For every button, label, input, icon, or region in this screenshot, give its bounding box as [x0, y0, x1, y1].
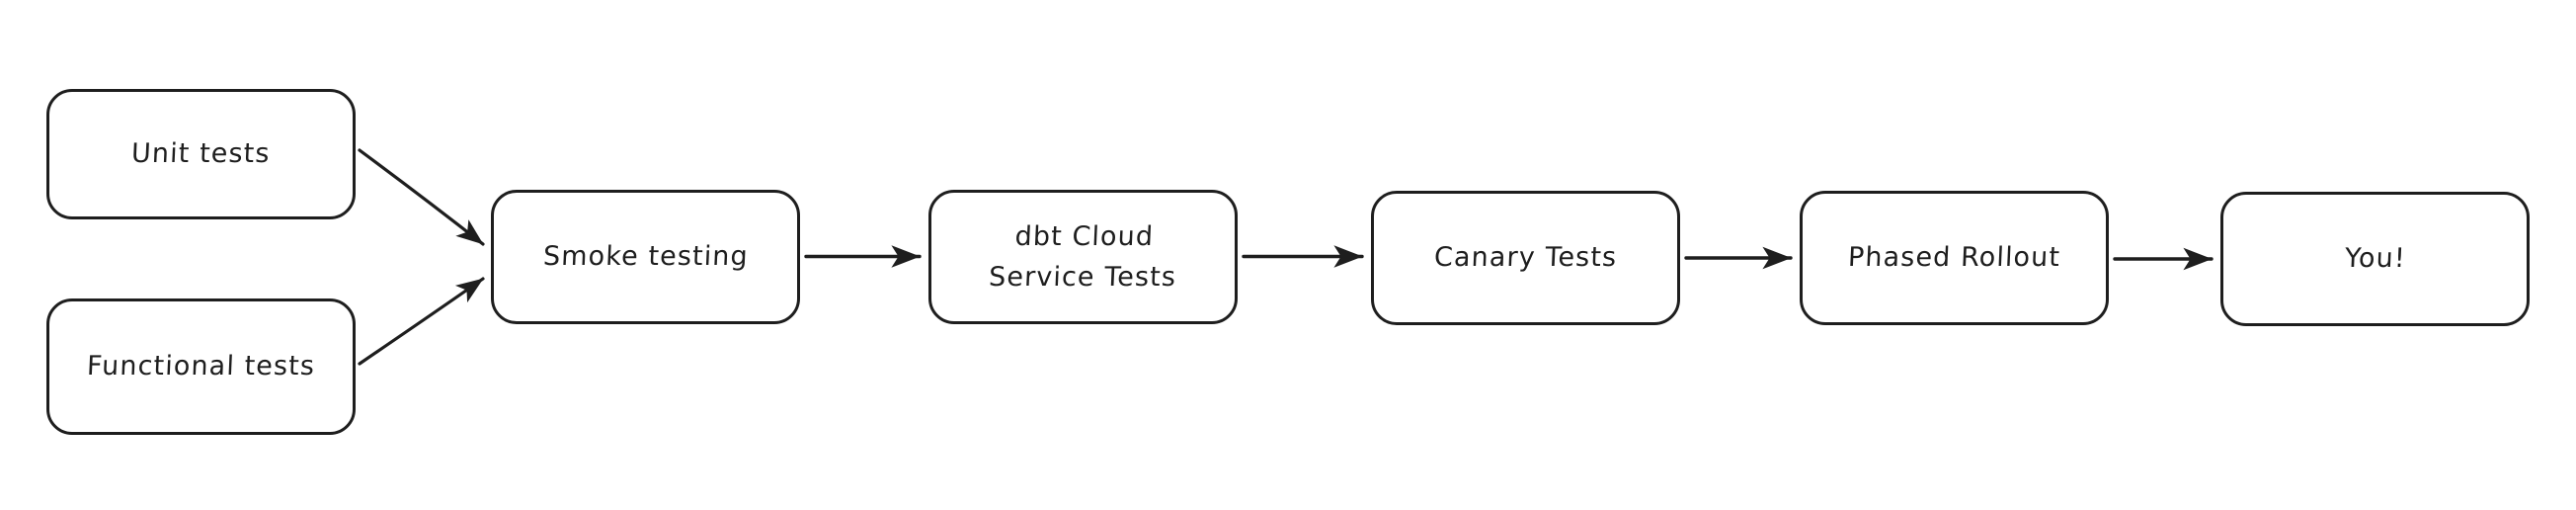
node-you-label: You!	[2343, 242, 2407, 274]
node-functional-tests[interactable]: Functional tests	[46, 298, 356, 435]
node-canary-tests-label: Canary Tests	[1433, 241, 1618, 273]
edge-functional-to-smoke	[358, 277, 485, 366]
node-smoke-testing-label: Smoke testing	[541, 240, 750, 272]
node-smoke-testing[interactable]: Smoke testing	[491, 190, 800, 324]
node-functional-tests-label: Functional tests	[86, 350, 316, 382]
node-dbt-cloud-service-tests-label: dbt Cloud Service Tests	[988, 220, 1177, 293]
node-you[interactable]: You!	[2220, 192, 2530, 326]
node-phased-rollout[interactable]: Phased Rollout	[1800, 191, 2109, 325]
node-canary-tests[interactable]: Canary Tests	[1371, 191, 1680, 325]
node-dbt-cloud-service-tests[interactable]: dbt Cloud Service Tests	[928, 190, 1238, 324]
node-unit-tests[interactable]: Unit tests	[46, 89, 356, 219]
node-phased-rollout-label: Phased Rollout	[1847, 241, 2061, 273]
edge-unit-to-smoke	[358, 148, 485, 246]
node-unit-tests-label: Unit tests	[130, 137, 272, 169]
